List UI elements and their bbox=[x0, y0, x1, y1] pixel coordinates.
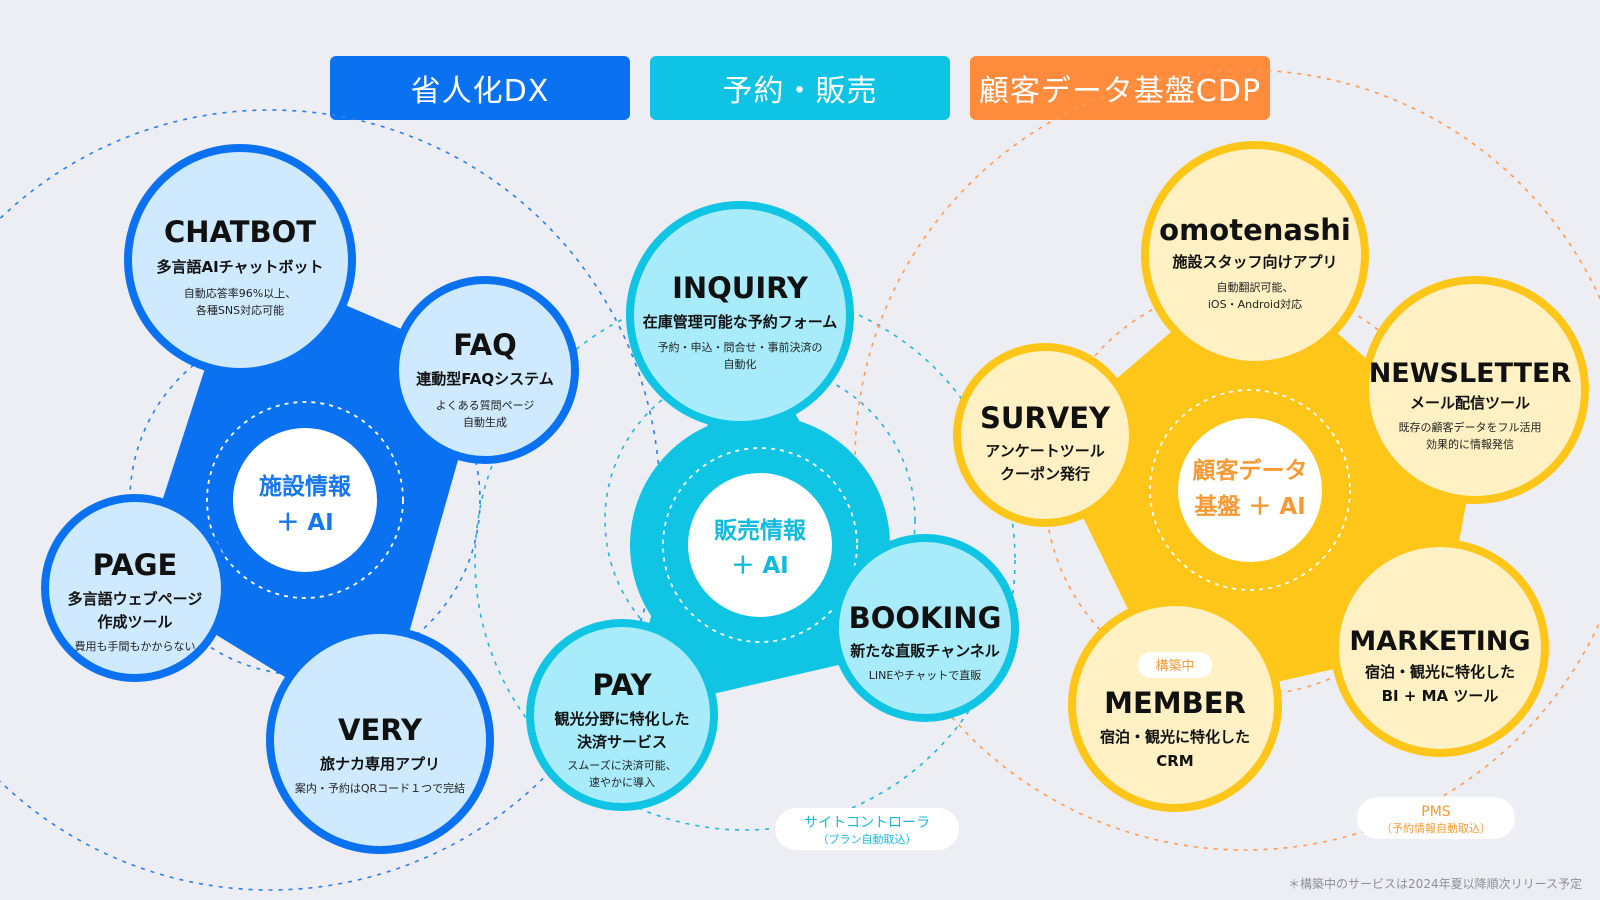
booking-title: BOOKING bbox=[849, 601, 1002, 635]
site-controller-line2: （プラン自動取込） bbox=[818, 832, 917, 846]
faq-desc-2: 自動生成 bbox=[463, 415, 507, 429]
node-member[interactable]: 構築中 MEMBER 宿泊・観光に特化した CRM bbox=[1068, 598, 1282, 812]
page-subtitle: 多言語ウェブページ bbox=[68, 590, 203, 608]
site-controller-line1: サイトコントローラ bbox=[804, 815, 930, 831]
omotenashi-title: omotenashi bbox=[1159, 213, 1351, 247]
cdp-hub-line1: 顧客データ bbox=[1193, 457, 1308, 484]
cdp-cluster: 顧客データ 基盤 ＋ AI omotenashi 施設スタッフ向けアプリ 自動翻… bbox=[953, 141, 1589, 839]
member-subtitle: 宿泊・観光に特化した bbox=[1100, 728, 1250, 746]
node-newsletter[interactable]: NEWSLETTER メール配信ツール 既存の顧客データをフル活用 効果的に情報… bbox=[1361, 276, 1589, 504]
member-title: MEMBER bbox=[1104, 686, 1246, 720]
chatbot-desc-1: 自動応答率96%以上、 bbox=[184, 286, 296, 300]
header-dx: 省人化DX bbox=[330, 56, 630, 120]
node-faq[interactable]: FAQ 連動型FAQシステム よくある質問ページ 自動生成 bbox=[391, 276, 579, 464]
faq-desc-1: よくある質問ページ bbox=[436, 398, 535, 412]
survey-title: SURVEY bbox=[980, 401, 1111, 435]
inquiry-desc-1: 予約・申込・問合せ・事前決済の bbox=[658, 340, 823, 354]
chatbot-title: CHATBOT bbox=[164, 215, 316, 249]
cdp-hub-line2: 基盤 ＋ AI bbox=[1194, 493, 1305, 520]
pay-desc-1: スムーズに決済可能、 bbox=[567, 758, 676, 772]
page-title: PAGE bbox=[93, 548, 178, 582]
pay-subtitle: 観光分野に特化した bbox=[554, 710, 689, 728]
survey-subtitle: アンケートツール bbox=[985, 442, 1104, 460]
newsletter-subtitle: メール配信ツール bbox=[1410, 394, 1530, 412]
page-subtitle-2: 作成ツール bbox=[97, 613, 172, 631]
node-survey[interactable]: SURVEY アンケートツール クーポン発行 bbox=[953, 343, 1137, 527]
node-omotenashi[interactable]: omotenashi 施設スタッフ向けアプリ 自動翻訳可能、 iOS・Andro… bbox=[1141, 141, 1369, 369]
pay-desc-2: 速やかに導入 bbox=[589, 775, 655, 789]
inquiry-title: INQUIRY bbox=[672, 271, 809, 305]
pms-line2: （予約情報自動取込） bbox=[1381, 821, 1491, 835]
node-very[interactable]: VERY 旅ナカ専用アプリ 案内・予約はQRコード１つで完結 bbox=[266, 626, 494, 854]
sales-cluster: 販売情報 ＋ AI INQUIRY 在庫管理可能な予約フォーム 予約・申込・問合… bbox=[526, 201, 1019, 850]
site-controller-pill: サイトコントローラ （プラン自動取込） bbox=[775, 808, 959, 850]
dx-hub-line1: 施設情報 bbox=[259, 473, 352, 500]
sales-hub-line1: 販売情報 bbox=[714, 517, 807, 544]
marketing-subtitle-2: BI + MA ツール bbox=[1382, 687, 1499, 705]
node-pay[interactable]: PAY 観光分野に特化した 決済サービス スムーズに決済可能、 速やかに導入 bbox=[526, 619, 718, 811]
pay-subtitle-2: 決済サービス bbox=[577, 733, 667, 751]
dx-hub-line2: ＋ AI bbox=[276, 510, 333, 536]
survey-subtitle-2: クーポン発行 bbox=[1000, 465, 1090, 483]
booking-desc-1: LINEやチャットで直販 bbox=[869, 668, 981, 682]
faq-title: FAQ bbox=[453, 328, 517, 362]
member-badge: 構築中 bbox=[1155, 659, 1194, 674]
omotenashi-desc-1: 自動翻訳可能、 bbox=[1217, 280, 1294, 294]
inquiry-subtitle: 在庫管理可能な予約フォーム bbox=[643, 313, 838, 331]
very-desc-1: 案内・予約はQRコード１つで完結 bbox=[295, 781, 465, 795]
pms-pill: PMS （予約情報自動取込） bbox=[1357, 797, 1515, 839]
very-title: VERY bbox=[338, 713, 423, 747]
chatbot-desc-2: 各種SNS対応可能 bbox=[196, 303, 284, 317]
very-subtitle: 旅ナカ専用アプリ bbox=[320, 755, 440, 773]
header-sales: 予約・販売 bbox=[650, 56, 950, 120]
newsletter-desc-1: 既存の顧客データをフル活用 bbox=[1399, 420, 1542, 434]
chatbot-subtitle: 多言語AIチャットボット bbox=[156, 258, 323, 276]
member-subtitle-2: CRM bbox=[1156, 752, 1194, 770]
inquiry-desc-2: 自動化 bbox=[724, 357, 757, 371]
omotenashi-subtitle: 施設スタッフ向けアプリ bbox=[1172, 253, 1337, 271]
sales-hub-line2: ＋ AI bbox=[731, 553, 788, 579]
node-page[interactable]: PAGE 多言語ウェブページ 作成ツール 費用も手間もかからない bbox=[41, 494, 229, 682]
pms-line1: PMS bbox=[1421, 804, 1451, 820]
booking-subtitle: 新たな直販チャンネル bbox=[850, 642, 1000, 660]
dx-cluster: 施設情報 ＋ AI CHATBOT 多言語AIチャットボット 自動応答率96%以… bbox=[41, 144, 579, 854]
newsletter-title: NEWSLETTER bbox=[1369, 358, 1572, 389]
node-marketing[interactable]: MARKETING 宿泊・観光に特化した BI + MA ツール bbox=[1331, 539, 1549, 757]
node-chatbot[interactable]: CHATBOT 多言語AIチャットボット 自動応答率96%以上、 各種SNS対応… bbox=[124, 144, 356, 376]
member-badge-bg bbox=[1138, 652, 1212, 678]
cdp-outer-ring bbox=[854, 69, 1600, 851]
omotenashi-desc-2: iOS・Android対応 bbox=[1208, 297, 1302, 311]
header-cdp: 顧客データ基盤CDP bbox=[970, 56, 1270, 120]
node-booking[interactable]: BOOKING 新たな直販チャンネル LINEやチャットで直販 bbox=[831, 534, 1019, 722]
faq-subtitle: 連動型FAQシステム bbox=[416, 370, 553, 388]
newsletter-desc-2: 効果的に情報発信 bbox=[1426, 437, 1514, 451]
marketing-title: MARKETING bbox=[1349, 626, 1530, 657]
page-desc-1: 費用も手間もかからない bbox=[75, 639, 196, 653]
footnote: ＊構築中のサービスは2024年夏以降順次リリース予定 bbox=[1288, 877, 1582, 891]
marketing-subtitle: 宿泊・観光に特化した bbox=[1365, 663, 1515, 681]
pay-title: PAY bbox=[592, 668, 652, 702]
node-inquiry[interactable]: INQUIRY 在庫管理可能な予約フォーム 予約・申込・問合せ・事前決済の 自動… bbox=[626, 201, 854, 429]
